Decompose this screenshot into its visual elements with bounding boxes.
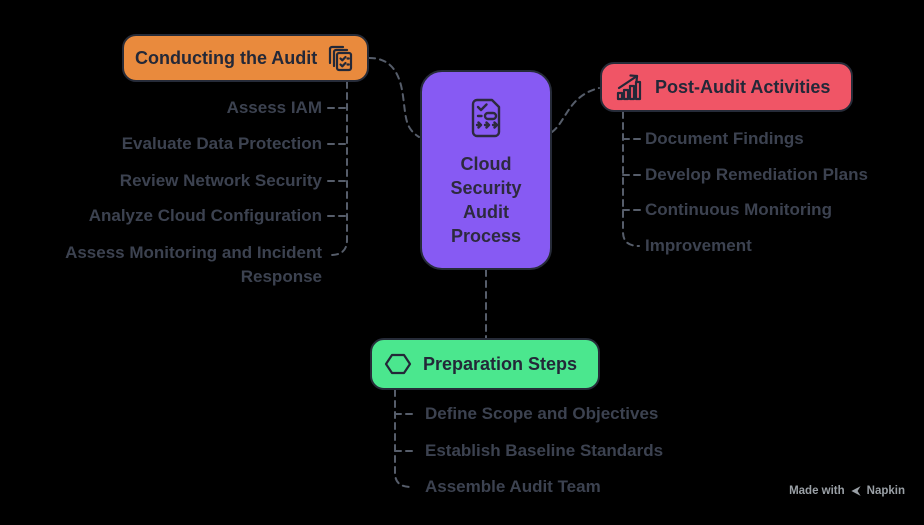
branch-title-preparation: Preparation Steps — [423, 353, 578, 374]
item-assemble-audit-team[interactable]: Assemble Audit Team — [425, 477, 601, 496]
branch-line-conducting — [330, 81, 348, 256]
connector-conducting-to-center — [368, 57, 420, 138]
center-node-label: Cloud Security Audit Process — [450, 154, 522, 246]
checklist-stack-icon — [324, 42, 356, 74]
item-improvement[interactable]: Improvement — [645, 236, 752, 255]
node-cloud-security-audit-process[interactable]: Cloud Security Audit Process — [420, 70, 552, 270]
node-preparation-steps[interactable]: Preparation Steps — [370, 338, 600, 390]
branch-stubs-preparation — [394, 413, 414, 452]
item-assess-iam[interactable]: Assess IAM — [226, 98, 322, 117]
item-develop-remediation-plans[interactable]: Develop Remediation Plans — [645, 165, 868, 184]
node-post-audit-activities[interactable]: Post-Audit Activities — [600, 62, 853, 112]
item-define-scope-and-objectives[interactable]: Define Scope and Objectives — [425, 404, 659, 423]
watermark-brand: Napkin — [866, 485, 905, 497]
hexagon-icon — [383, 350, 413, 378]
connector-center-to-postaudit — [551, 87, 600, 133]
item-evaluate-data-protection[interactable]: Evaluate Data Protection — [121, 134, 322, 153]
item-document-findings[interactable]: Document Findings — [645, 129, 804, 148]
item-establish-baseline-standards[interactable]: Establish Baseline Standards — [425, 441, 664, 460]
watermark-prefix: Made with — [789, 485, 845, 497]
made-with-napkin-watermark[interactable]: Made with Napkin — [789, 485, 905, 497]
process-document-icon — [460, 92, 512, 144]
napkin-logo-icon — [850, 485, 862, 497]
branch-stubs-postaudit — [622, 138, 642, 211]
trend-chart-icon — [613, 72, 645, 102]
item-analyze-cloud-configuration[interactable]: Analyze Cloud Configuration — [88, 206, 322, 225]
node-conducting-the-audit[interactable]: Conducting the Audit — [122, 34, 369, 82]
branch-title-conducting: Conducting the Audit — [135, 47, 318, 68]
branch-line-postaudit — [622, 111, 640, 247]
item-review-network-security[interactable]: Review Network Security — [119, 171, 322, 190]
branch-title-postaudit: Post-Audit Activities — [655, 76, 831, 97]
item-continuous-monitoring[interactable]: Continuous Monitoring — [645, 200, 832, 219]
branch-line-preparation — [394, 389, 412, 488]
branch-stubs-conducting — [327, 107, 348, 217]
item-assess-monitoring-incident-response[interactable]: Assess Monitoring and Incident Response — [65, 243, 322, 286]
